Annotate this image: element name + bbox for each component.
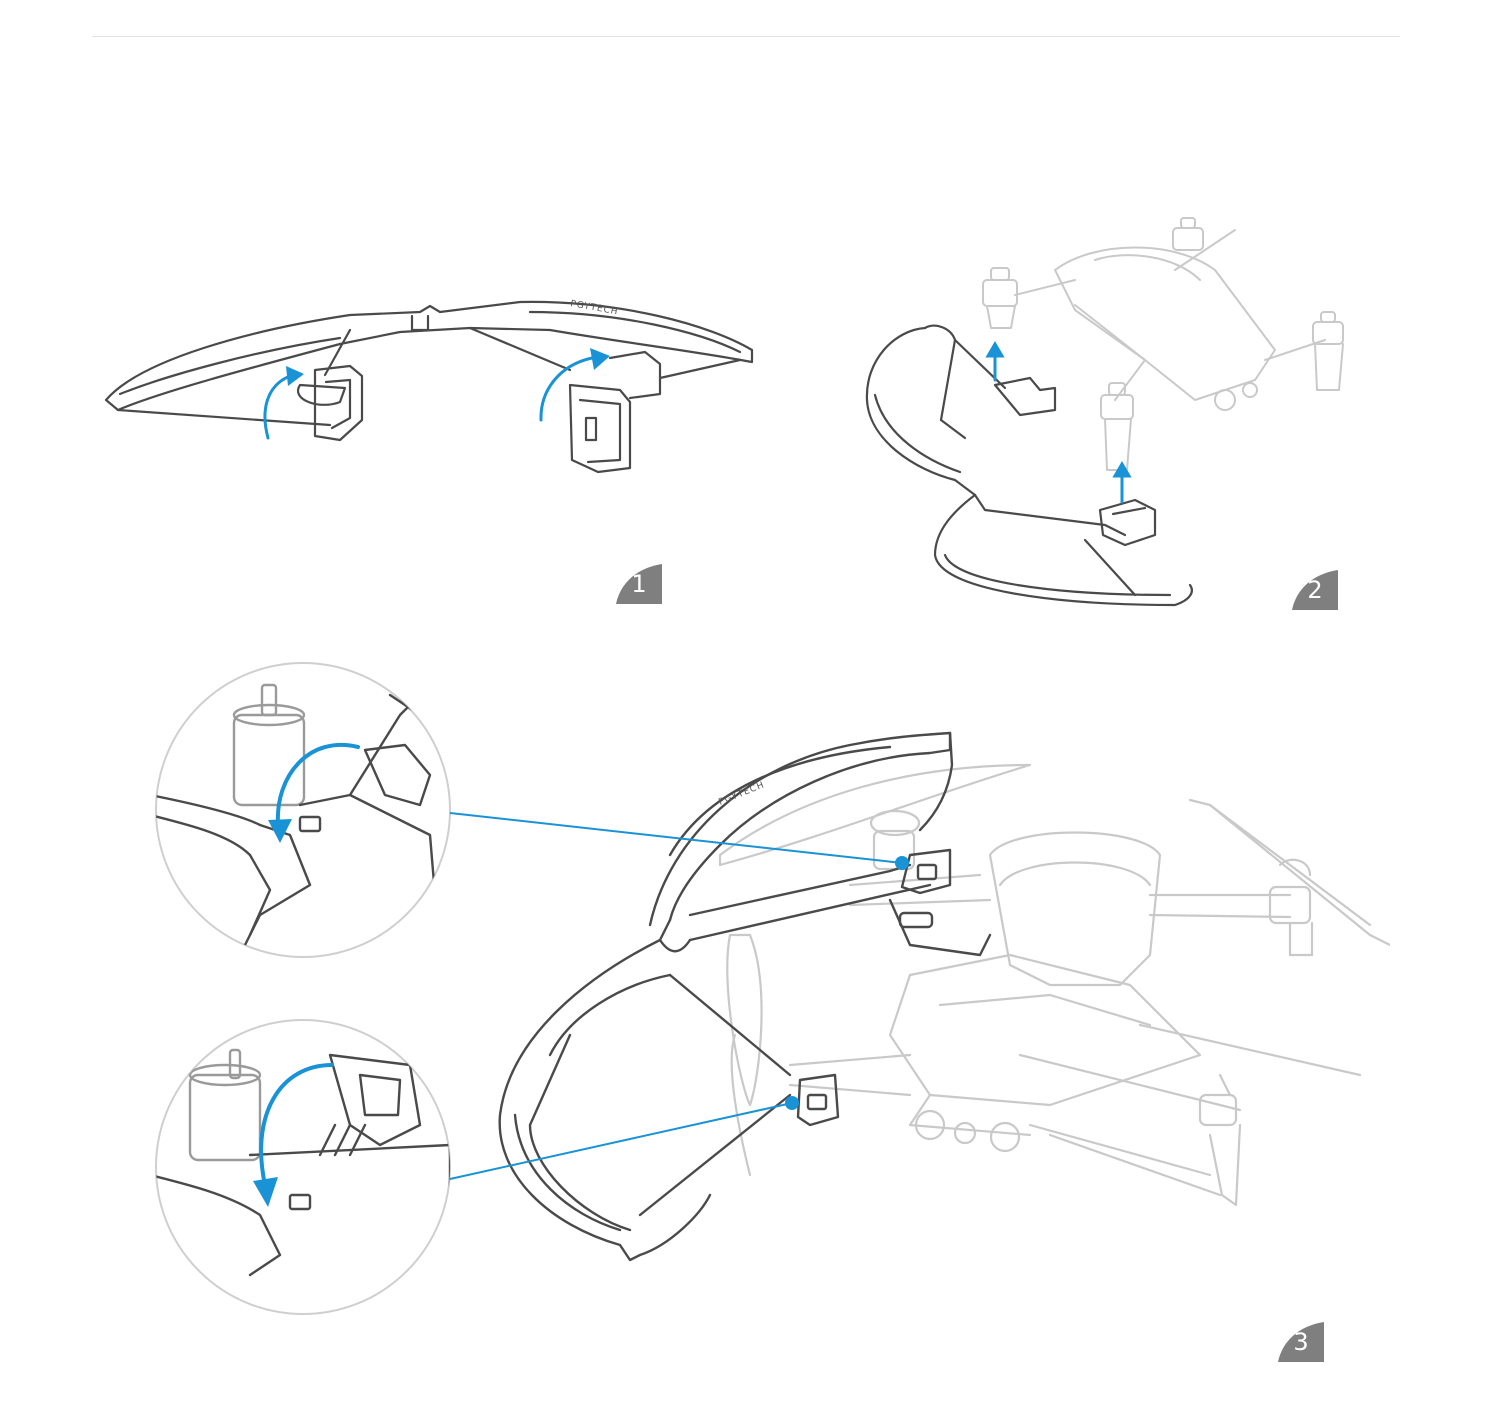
guard-frame-outline xyxy=(498,731,992,1262)
propeller-guard-open-clips: PGYTECH xyxy=(104,299,754,474)
callout-lines xyxy=(449,812,903,1180)
step-1-number: 1 xyxy=(631,570,647,598)
callout-dot-lower xyxy=(785,1096,799,1110)
top-divider xyxy=(92,36,1400,37)
callout-dot-upper xyxy=(895,856,909,870)
step-2-number: 2 xyxy=(1307,576,1323,604)
step-2-illustration xyxy=(855,210,1355,610)
guard-installed-on-drone: PGYTECH xyxy=(155,662,1390,1315)
guard-attach-to-drone xyxy=(865,217,1344,607)
drone-outline xyxy=(982,217,1344,471)
step-1-illustration: PGYTECH xyxy=(100,290,760,490)
step-2-badge: 2 xyxy=(1292,570,1338,610)
brand-mark-step-3: PGYTECH xyxy=(717,780,766,808)
drone-body-outline xyxy=(718,763,1390,1207)
step-3-badge: 3 xyxy=(1278,1322,1324,1362)
detail-circle-lower xyxy=(155,1019,451,1315)
step-3-illustration: PGYTECH xyxy=(150,655,1390,1325)
step-3-number: 3 xyxy=(1293,1328,1309,1356)
detail-circle-upper xyxy=(155,662,451,958)
guard-outline xyxy=(865,324,1193,607)
step-1-badge: 1 xyxy=(616,564,662,604)
